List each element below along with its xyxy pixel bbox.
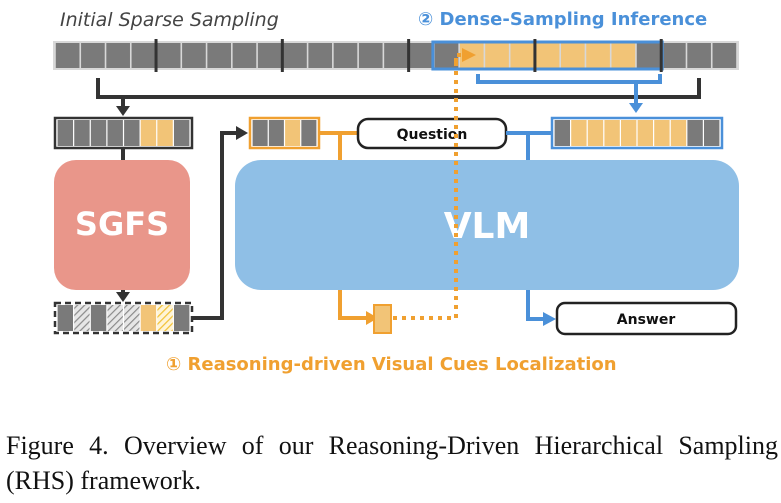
video-frame	[384, 43, 408, 68]
frame	[157, 120, 173, 146]
sparse-frames-box	[53, 116, 194, 150]
arrow-right-icon	[236, 126, 248, 140]
question-label: Question	[397, 127, 468, 143]
frame	[670, 120, 687, 146]
frame	[124, 120, 140, 146]
dense-frames-box	[550, 116, 724, 150]
video-frame	[712, 43, 737, 68]
frame	[124, 305, 140, 331]
localized-cue-token	[373, 304, 392, 334]
frame	[571, 120, 587, 146]
video-frame	[586, 43, 610, 68]
frame	[157, 305, 173, 331]
frame	[74, 305, 90, 331]
selected-frames-box	[248, 116, 321, 150]
frame	[704, 120, 720, 146]
answer-box[interactable]: Answer	[555, 301, 738, 336]
frame	[107, 120, 123, 146]
frame	[107, 305, 123, 331]
frame	[140, 305, 157, 331]
video-frame	[510, 43, 535, 68]
frame-box-border	[53, 301, 194, 335]
question-box[interactable]: Question	[356, 117, 508, 150]
frame	[57, 120, 74, 146]
frame	[687, 120, 703, 146]
dense-sampling-label: ② Dense-Sampling Inference	[418, 9, 707, 30]
video-frame	[283, 43, 307, 68]
video-frame	[156, 43, 181, 68]
frame	[604, 120, 620, 146]
video-frame	[182, 43, 206, 68]
video-frame	[81, 43, 105, 68]
frame	[140, 120, 157, 146]
frame	[285, 120, 301, 146]
video-frame	[485, 43, 509, 68]
video-frame	[257, 43, 282, 68]
video-frame	[308, 43, 333, 68]
frame	[301, 120, 317, 146]
video-frame	[636, 43, 661, 68]
frame	[587, 120, 604, 146]
sgfs-to-vlm-connector	[193, 126, 248, 320]
video-frame-strip	[53, 39, 739, 72]
arrow-right-icon	[543, 312, 556, 326]
video-frame	[358, 43, 383, 68]
dense-window-connector	[476, 74, 662, 113]
frame	[90, 305, 107, 331]
sgfs-output-frames	[53, 301, 194, 335]
video-frame	[434, 43, 459, 68]
arrow-down-icon	[116, 106, 130, 116]
orange-connector	[319, 131, 358, 160]
video-frame	[333, 43, 358, 68]
frame	[621, 120, 637, 146]
arrow-right-icon	[366, 311, 378, 325]
frame	[173, 305, 190, 331]
video-frame	[560, 43, 585, 68]
video-frame	[55, 43, 80, 68]
blue-connector	[506, 131, 552, 160]
frame	[252, 120, 268, 146]
video-frame	[232, 43, 257, 68]
rhs-framework-diagram: Initial Sparse Sampling ② Dense-Sampling…	[53, 9, 739, 375]
initial-sparse-sampling-label: Initial Sparse Sampling	[60, 9, 279, 31]
video-frame	[106, 43, 130, 68]
sparse-sampling-connector	[96, 78, 701, 116]
sgfs-label: SGFS	[75, 205, 169, 243]
frame-box-border	[550, 116, 724, 150]
video-frame	[207, 43, 232, 68]
answer-label: Answer	[617, 312, 676, 328]
sgfs-module[interactable]: SGFS	[54, 160, 190, 290]
video-frame	[687, 43, 711, 68]
frame	[268, 120, 284, 146]
reasoning-localization-label: ① Reasoning-driven Visual Cues Localizat…	[166, 354, 617, 375]
localization-feedback-path	[338, 48, 476, 334]
arrow-down-icon	[116, 292, 130, 302]
video-frame	[409, 43, 434, 68]
arrow-down-icon	[629, 103, 643, 113]
frame	[173, 120, 190, 146]
arrow-right-icon	[462, 48, 476, 62]
video-frame	[611, 43, 636, 68]
video-frame	[535, 43, 560, 68]
vlm-label: VLM	[444, 206, 531, 247]
frame	[637, 120, 653, 146]
frame	[57, 305, 74, 331]
frame	[90, 120, 107, 146]
frame	[554, 120, 570, 146]
answer-path	[526, 290, 556, 326]
frame	[74, 120, 90, 146]
frame	[654, 120, 670, 146]
video-frame	[662, 43, 686, 68]
figure-caption: Figure 4. Overview of our Reasoning-Driv…	[6, 431, 778, 495]
vlm-module[interactable]: VLM	[235, 160, 739, 290]
video-frame	[131, 43, 156, 68]
